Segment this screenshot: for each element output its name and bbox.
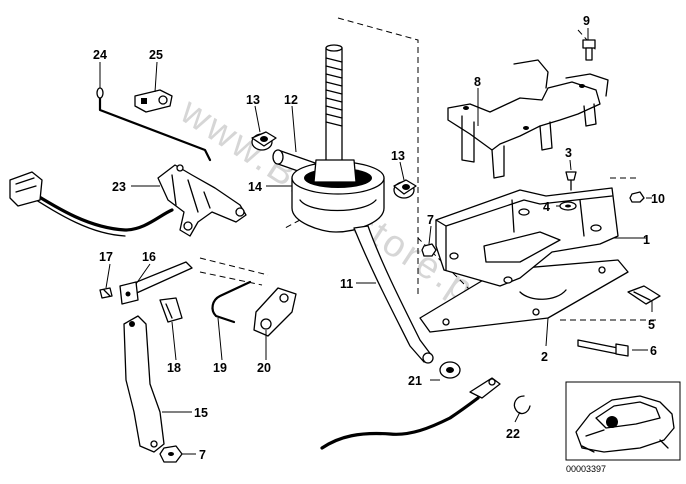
callout-5: 5 — [648, 318, 655, 332]
callout-8: 8 — [474, 75, 481, 89]
callout-12: 12 — [284, 93, 298, 107]
callout-6: 6 — [650, 344, 657, 358]
callout-15: 15 — [194, 406, 208, 420]
car-location-inset — [565, 381, 681, 461]
bolt-9 — [582, 39, 596, 61]
screw-17 — [99, 287, 113, 299]
bushing-left — [251, 131, 277, 151]
leader-lines — [99, 28, 653, 455]
bent-rod — [211, 280, 252, 324]
callout-9: 9 — [583, 14, 590, 28]
selector-switch-bracket — [9, 164, 247, 237]
callout-23: 23 — [112, 180, 126, 194]
bracket-strap — [119, 261, 193, 305]
callout-25: 25 — [149, 48, 163, 62]
part-code: 00003397 — [566, 464, 606, 474]
callout-18: 18 — [167, 361, 181, 375]
grommet — [439, 361, 461, 379]
callout-labels: 1 2 3 4 5 6 7 7 8 9 10 11 12 13 13 14 15… — [93, 14, 665, 462]
upper-bracket — [447, 59, 609, 179]
nut-7-upper — [421, 243, 437, 257]
console-bracket — [435, 187, 619, 287]
callout-14: 14 — [248, 180, 262, 194]
callout-4: 4 — [543, 200, 550, 214]
selector-arm — [353, 225, 434, 364]
callout-13-left: 13 — [246, 93, 260, 107]
callout-19: 19 — [213, 361, 227, 375]
callout-7-upper: 7 — [427, 213, 434, 227]
nut-10 — [629, 191, 645, 203]
callout-20: 20 — [257, 361, 271, 375]
rod-end-link — [253, 287, 297, 337]
callout-21: 21 — [408, 374, 422, 388]
callout-1: 1 — [643, 233, 650, 247]
circlip — [513, 395, 531, 415]
callout-16: 16 — [142, 250, 156, 264]
washer-4 — [559, 201, 577, 211]
callout-17: 17 — [99, 250, 113, 264]
bolt-6 — [577, 339, 629, 357]
nut-7-lower — [159, 445, 183, 463]
callout-24: 24 — [93, 48, 107, 62]
callout-2: 2 — [541, 350, 548, 364]
clip-18 — [159, 297, 183, 323]
callout-10: 10 — [651, 192, 665, 206]
callout-22: 22 — [506, 427, 520, 441]
lever-plate — [123, 315, 165, 453]
shift-cable — [320, 377, 501, 450]
rod-clip — [134, 89, 173, 113]
screw-3 — [565, 171, 577, 191]
bushing-right — [393, 179, 417, 199]
callout-11: 11 — [340, 277, 353, 291]
clip-nut-5 — [627, 285, 661, 305]
callout-7-lower: 7 — [199, 448, 206, 462]
callout-3: 3 — [565, 146, 572, 160]
shift-lever-shaft — [313, 44, 357, 183]
callout-13-right: 13 — [391, 149, 405, 163]
